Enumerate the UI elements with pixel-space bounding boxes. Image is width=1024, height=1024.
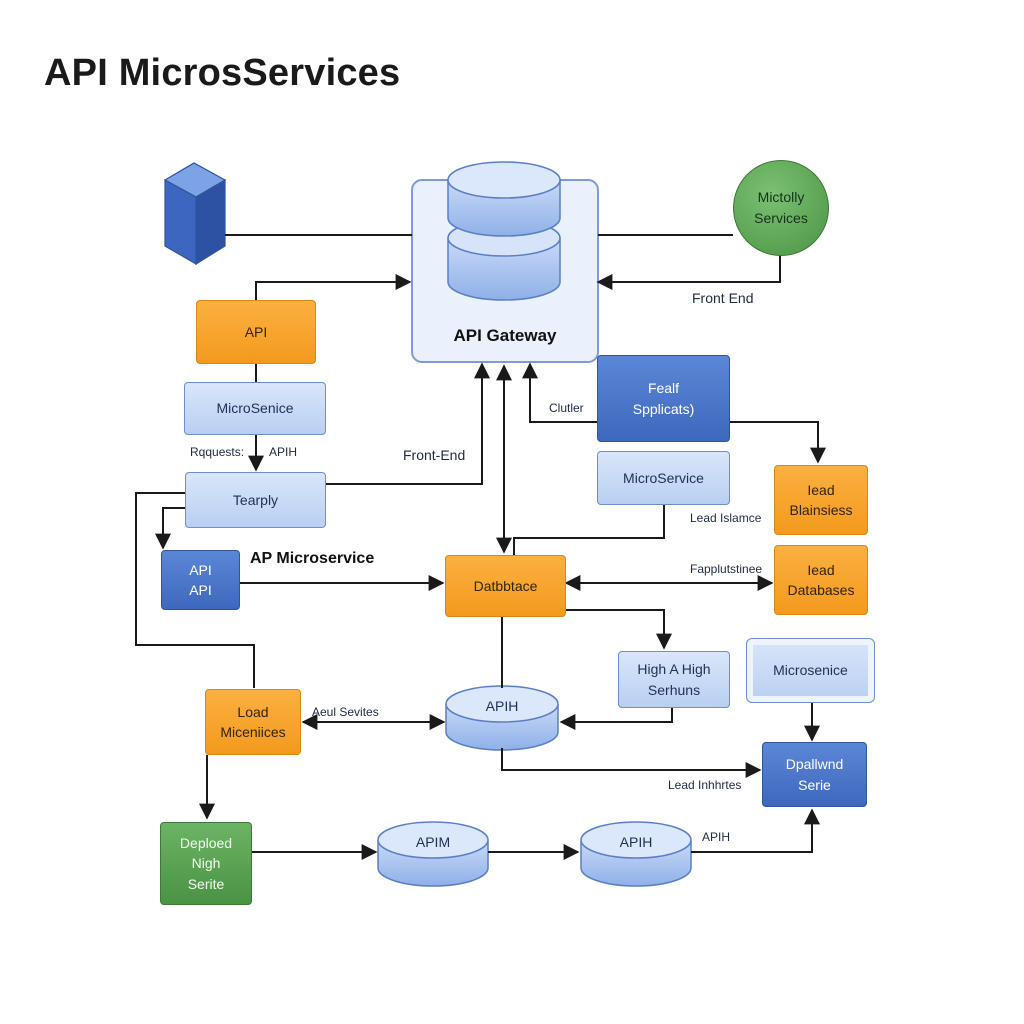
mictolly-line-1: Mictolly	[757, 189, 805, 205]
apim-bottom-left-label: APIM	[415, 834, 451, 850]
page-title: API MicrosServices	[44, 52, 401, 94]
lead-balances-label: Lead Inhhrtes	[668, 778, 742, 792]
dpallwnd-line-1: Dpallwnd	[785, 756, 844, 773]
front-end-mid-label: Front-End	[403, 447, 466, 463]
lead-top-line-1: Iead	[807, 481, 835, 498]
edge-fealf-to-gateway	[522, 362, 597, 423]
edge-fealf-to-lead	[730, 421, 826, 464]
mictolly-line-2: Services	[754, 210, 808, 226]
deploed-node[interactable]: Deploed Nigh Serite	[160, 822, 252, 905]
apih-center-label: APIH	[485, 698, 519, 714]
microservice-right-label: Microsenice	[773, 662, 848, 679]
microservice-left-label: MicroSenice	[216, 400, 294, 417]
front-end-top-label: Front End	[692, 290, 754, 306]
api-h-left-label: APIH	[269, 445, 298, 459]
api-orange-label: API	[244, 323, 268, 340]
edge-tearply-branch-down	[155, 507, 185, 550]
fealf-applications-node[interactable]: Fealf Spplicats)	[597, 355, 730, 442]
api-blue-line-1: API	[189, 561, 212, 578]
microservice-center-node[interactable]: MicroService	[597, 451, 730, 505]
edge-apih-to-dpallwnd	[501, 748, 762, 778]
deploed-line-3: Serite	[187, 875, 225, 892]
high-high-node[interactable]: High A High Serhuns	[618, 651, 730, 708]
fealf-line-2: Spplicats)	[632, 400, 695, 417]
tearply-label: Tearply	[232, 491, 279, 508]
api-h-bottom-label: APIH	[702, 830, 731, 844]
dpallwnd-line-2: Serie	[798, 776, 831, 793]
apih-bottom-right-cylinder	[580, 821, 692, 887]
lead-right-top-node[interactable]: Iead Blainsiess	[774, 465, 868, 535]
edge-high-to-apih	[559, 708, 673, 730]
edge-apih-to-dpallwnd-bottom	[691, 808, 820, 853]
lead-balance-label: Lead Islamce	[690, 511, 762, 525]
lead-top-line-2: Blainsiess	[789, 502, 853, 518]
fealf-line-1: Fealf	[647, 380, 680, 397]
load-left-node[interactable]: Load Miceniices	[205, 689, 301, 755]
apim-bottom-left-cylinder	[377, 821, 489, 887]
deploed-line-1: Deploed	[179, 835, 233, 852]
tearply-node[interactable]: Tearply	[185, 472, 326, 528]
microservice-left-node[interactable]: MicroSenice	[184, 382, 326, 435]
requests-label: Rqquests:	[190, 445, 245, 459]
lead-right-bottom-node[interactable]: Iead Databases	[774, 545, 868, 615]
api-gateway-label: API Gateway	[453, 326, 557, 345]
dpallwnd-node[interactable]: Dpallwnd Serie	[762, 742, 867, 807]
high-line-2: Serhuns	[647, 681, 701, 698]
microservice-right-node[interactable]: Microsenice	[746, 638, 875, 703]
high-line-1: High A High	[637, 661, 711, 678]
edge-tearply-to-gateway	[326, 362, 490, 485]
lead-bottom-line-2: Databases	[787, 582, 855, 598]
edge-api-to-gateway	[255, 274, 412, 300]
edge-microservice-to-database	[513, 505, 665, 555]
edge-database-to-high	[566, 609, 672, 650]
lead-bottom-line-1: Iead	[807, 561, 835, 578]
gateway-database-icon	[447, 161, 561, 301]
server-cube-icon	[163, 162, 227, 266]
api-orange-node[interactable]: API	[196, 300, 316, 364]
fapplutstinee-label: Fapplutstinee	[690, 562, 763, 576]
load-left-line-2: Miceniices	[220, 724, 286, 740]
microservice-center-label: MicroService	[623, 469, 704, 486]
mictolly-services-node[interactable]: Mictolly Services	[733, 160, 829, 256]
edge-mictolly-to-gateway	[596, 252, 781, 290]
database-center-node[interactable]: Datbbtace	[445, 555, 566, 617]
database-center-label: Datbbtace	[473, 577, 538, 594]
apih-center-cylinder	[445, 685, 559, 751]
edge-left-loop	[135, 492, 255, 688]
ap-microservice-label: AP Microservice	[250, 550, 375, 567]
api-blue-line-2: API	[189, 582, 212, 598]
apih-bottom-right-label: APIH	[619, 834, 653, 850]
deploed-line-2: Nigh	[191, 855, 221, 872]
cluster-label: Clutler	[549, 401, 584, 415]
load-left-line-1: Load	[237, 703, 269, 720]
api-blue-node[interactable]: API API	[161, 550, 240, 610]
aeul-sevites-label: Aeul Sevites	[312, 705, 379, 719]
